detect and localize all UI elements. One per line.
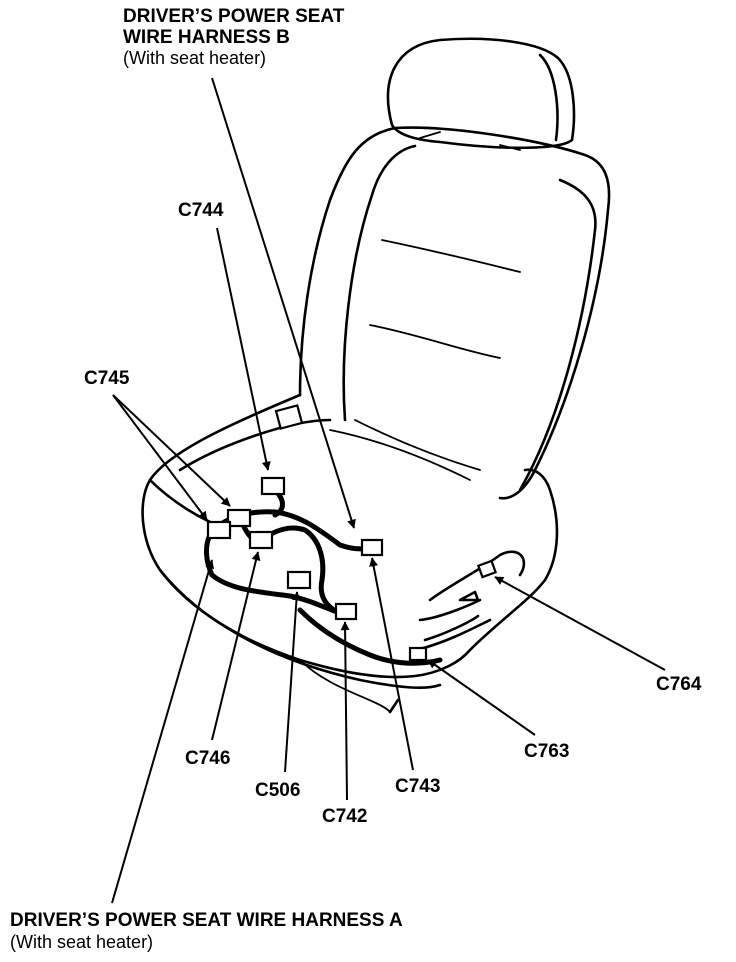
leader-lines — [111, 77, 666, 904]
label-c764: C764 — [656, 674, 702, 695]
label-c745: C745 — [84, 368, 130, 389]
leader-harness-b — [211, 77, 356, 529]
connector-c743-block — [360, 538, 384, 557]
connector-c746-block — [248, 530, 274, 550]
leader-c745-b — [112, 394, 231, 507]
leader-harness-a — [111, 559, 215, 904]
connector-c506-block — [286, 570, 312, 590]
connector-c744-block — [260, 476, 286, 496]
harness-a-title: DRIVER’S POWER SEAT WIRE HARNESS A — [10, 910, 403, 931]
label-c746: C746 — [185, 748, 231, 769]
headrest — [386, 37, 576, 151]
connector-c745a-block — [226, 508, 252, 528]
leader-c743 — [369, 557, 414, 771]
leader-c745-a — [112, 394, 208, 521]
harness-b-title-line2: WIRE HARNESS B — [123, 27, 290, 48]
label-c743: C743 — [395, 776, 441, 797]
seat-back — [298, 126, 611, 500]
leader-c764 — [494, 576, 666, 671]
label-c763: C763 — [524, 741, 570, 762]
leader-c763 — [427, 659, 536, 736]
leader-c744 — [216, 227, 271, 471]
connector-top-block — [274, 404, 304, 430]
label-c742: C742 — [322, 806, 368, 827]
harness-b-title-line1: DRIVER’S POWER SEAT — [123, 6, 345, 27]
side-trim — [413, 468, 559, 652]
leader-c746 — [211, 551, 261, 741]
harness-a-note: (With seat heater) — [10, 932, 154, 952]
harness-b-note: (With seat heater) — [123, 48, 267, 68]
label-c744: C744 — [178, 200, 224, 221]
connector-c763-block — [408, 646, 428, 662]
leader-c742 — [340, 621, 350, 801]
wire-harness — [204, 487, 443, 666]
connector-c742-block — [334, 602, 358, 621]
connector-blocks — [206, 404, 428, 662]
connector-c745b-block — [206, 520, 232, 540]
leader-c506 — [284, 591, 301, 773]
label-c506: C506 — [255, 780, 301, 801]
